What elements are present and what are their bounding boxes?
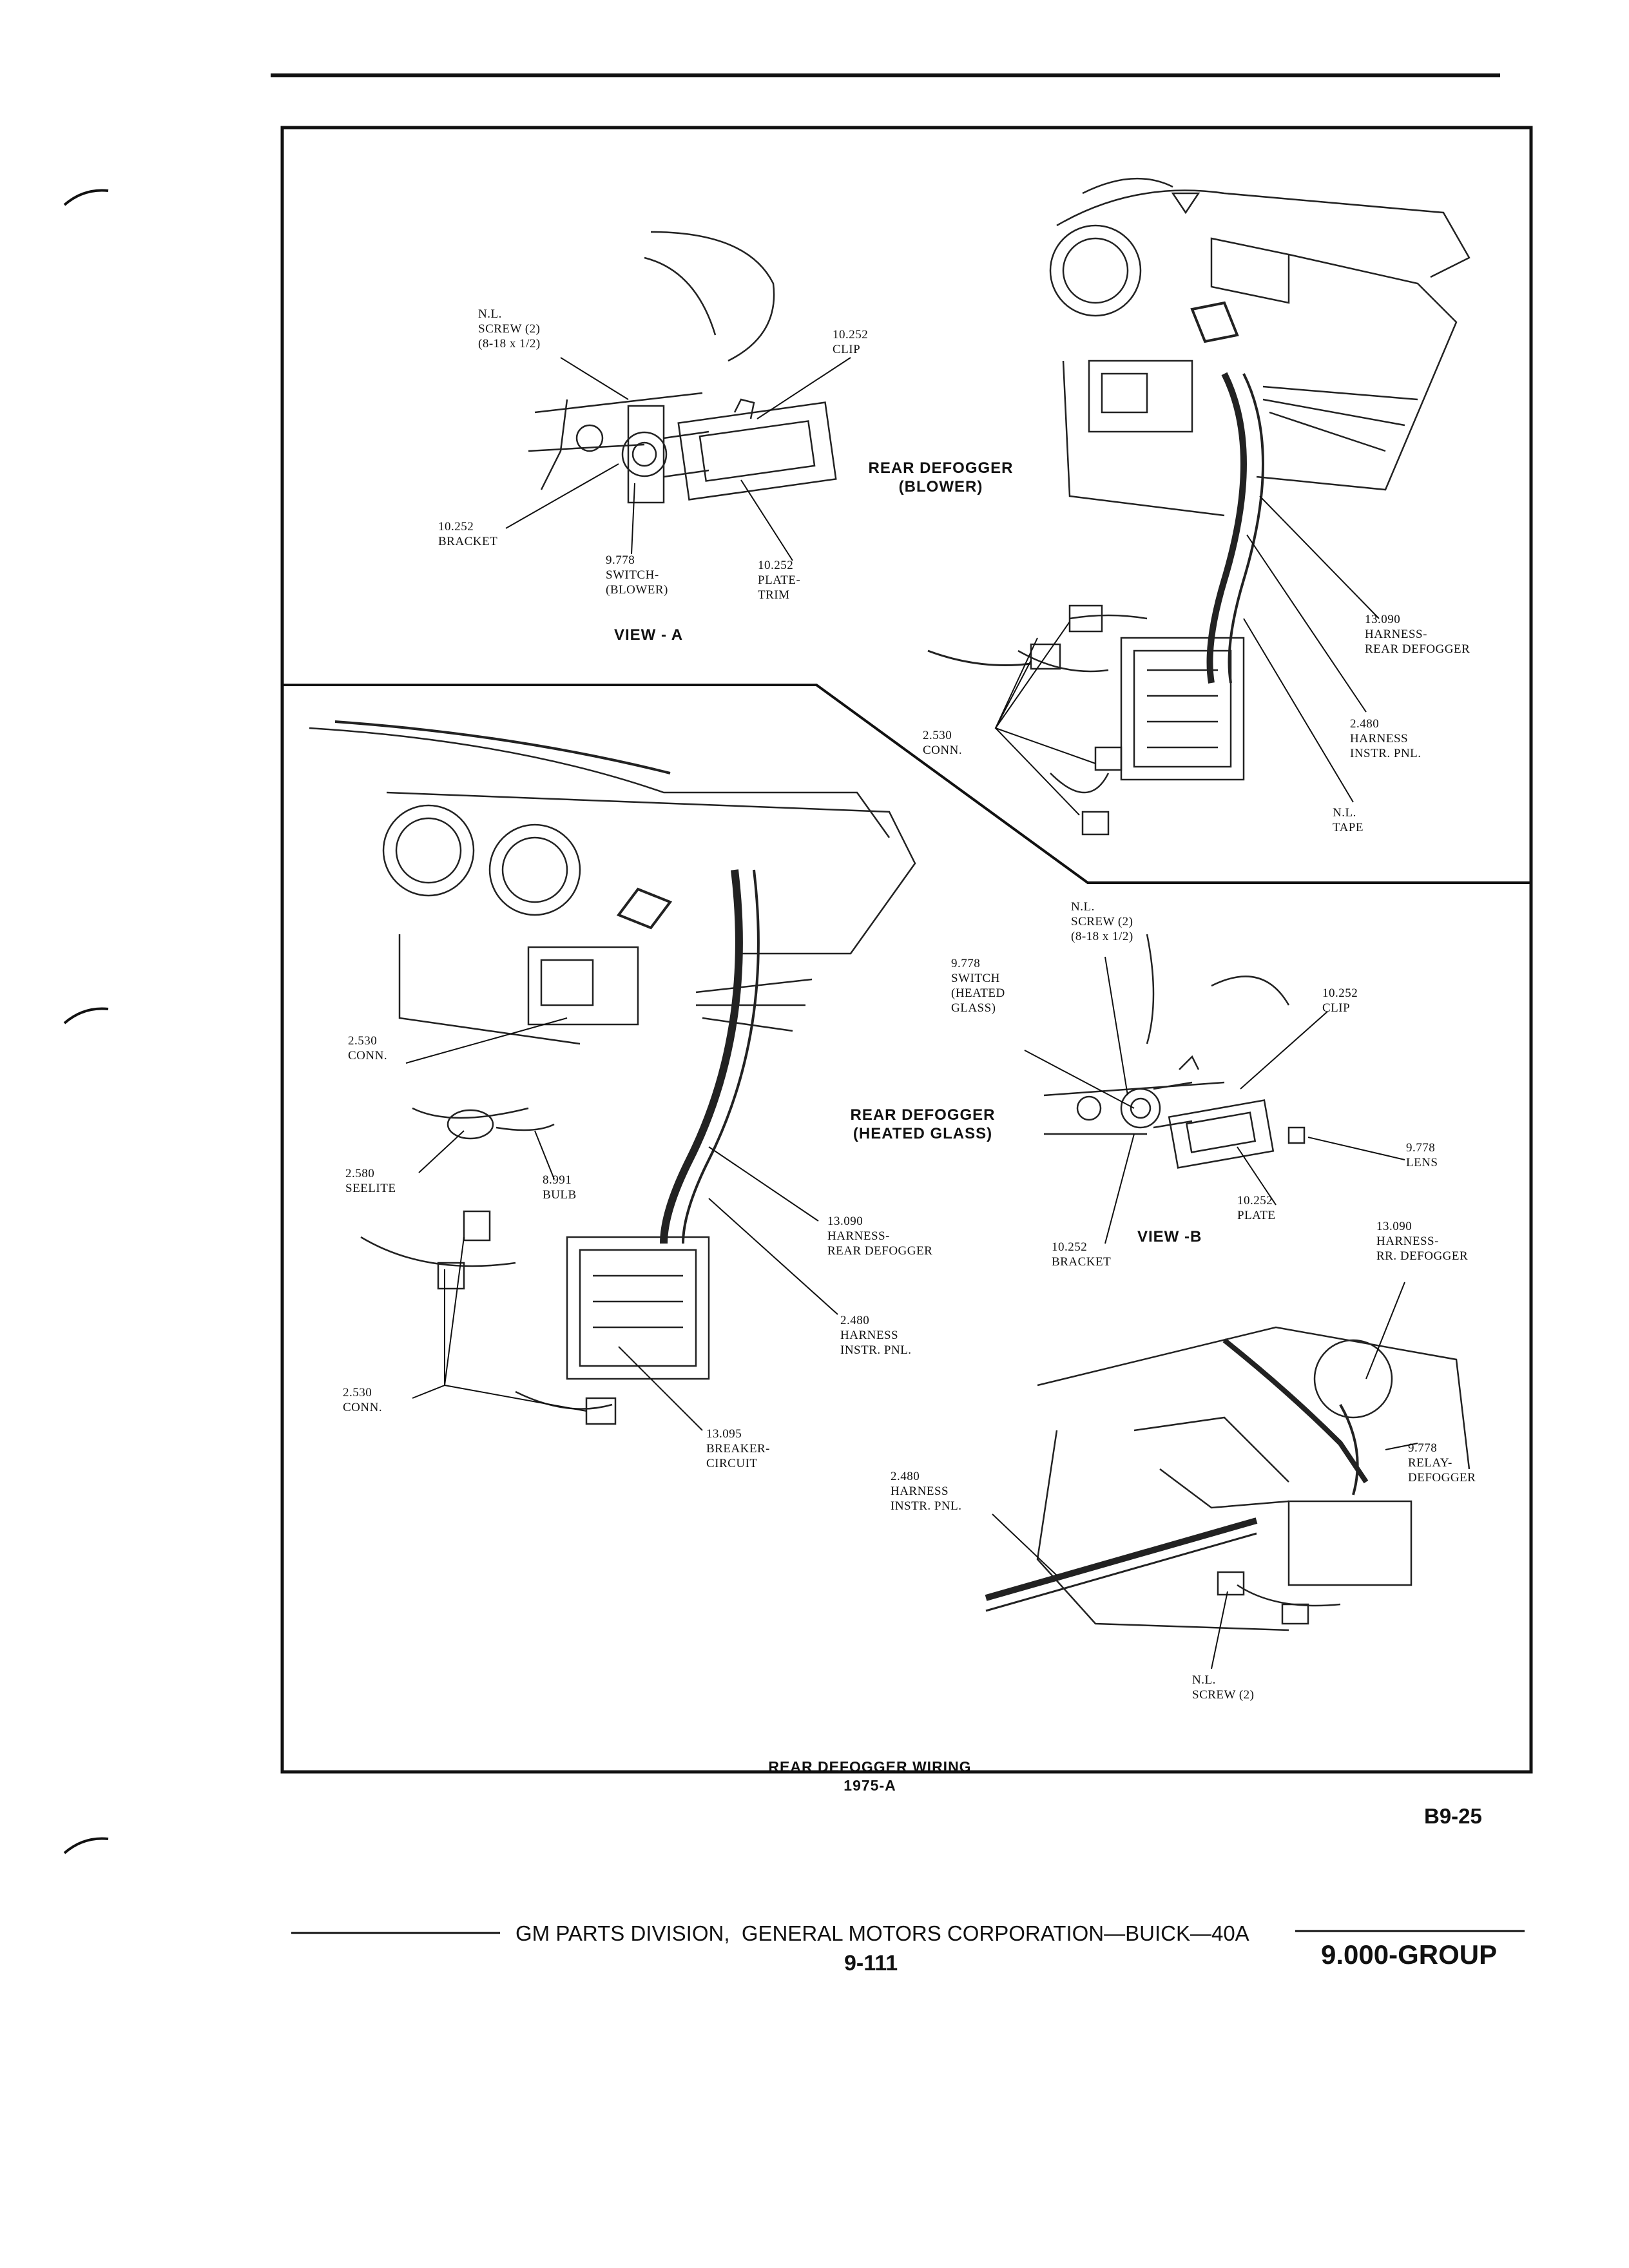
blower-tape-callout: N.L. TAPE <box>1333 806 1364 834</box>
figure-title: REAR DEFOGGER WIRING <box>768 1758 972 1775</box>
relay-harness-instr-callout: 2.480 HARNESS INSTR. PNL. <box>891 1470 962 1513</box>
margin-mark <box>63 189 109 206</box>
view-a-bracket-callout: 10.252 BRACKET <box>438 520 498 548</box>
page-number: 9-111 <box>844 1951 898 1975</box>
view-b-switch-sketch <box>1043 934 1306 1169</box>
view-b-lens-callout: 9.778 LENS <box>1406 1141 1438 1169</box>
heated-glass-dash-sketch <box>309 720 916 1425</box>
view-a-screw-callout: N.L. SCREW (2) (8-18 x 1/2) <box>478 307 541 351</box>
heated-bulb-callout: 8.991 BULB <box>543 1173 577 1202</box>
figure-id: B9-25 <box>1424 1804 1482 1828</box>
view-a-switch-sketch <box>528 231 837 504</box>
view-b-bracket-callout: 10.252 BRACKET <box>1052 1240 1112 1269</box>
view-a-label: VIEW - A <box>614 626 684 644</box>
view-b-label: VIEW -B <box>1137 1228 1202 1245</box>
view-a-plate-callout: 10.252 PLATE- TRIM <box>758 559 801 602</box>
heated-harness-rear-callout: 13.090 HARNESS- REAR DEFOGGER <box>827 1215 933 1258</box>
heated-harness-instr-callout: 2.480 HARNESS INSTR. PNL. <box>840 1314 912 1357</box>
figure-subtitle: 1975-A <box>843 1777 896 1794</box>
heated-seelite-callout: 2.580 SEELITE <box>345 1167 396 1195</box>
heated-glass-heading: REAR DEFOGGER (HEATED GLASS) <box>850 1106 996 1142</box>
blower-harness-instr-callout: 2.480 HARNESS INSTR. PNL. <box>1350 717 1422 760</box>
publisher-line: GM PARTS DIVISION, GENERAL MOTORS CORPOR… <box>516 1921 1249 1945</box>
margin-mark <box>63 1837 109 1854</box>
blower-harness-rear-callout: 13.090 HARNESS- REAR DEFOGGER <box>1365 613 1470 656</box>
relay-relay-callout: 9.778 RELAY- DEFOGGER <box>1408 1441 1476 1485</box>
relay-dash-sketch <box>985 1326 1470 1631</box>
view-a-switch-callout: 9.778 SWITCH- (BLOWER) <box>606 553 668 597</box>
leader-lines <box>405 357 1418 1669</box>
view-b-screw-callout: N.L. SCREW (2) (8-18 x 1/2) <box>1071 900 1133 943</box>
blower-heading: REAR DEFOGGER (BLOWER) <box>868 459 1014 495</box>
margin-mark <box>63 1007 109 1024</box>
heated-breaker-callout: 13.095 BREAKER- CIRCUIT <box>706 1427 770 1470</box>
figure-frame <box>280 126 1533 1774</box>
heated-conn-bottom-callout: 2.530 CONN. <box>343 1386 383 1414</box>
view-b-clip-callout: 10.252 CLIP <box>1322 986 1358 1015</box>
view-b-switch-callout: 9.778 SWITCH (HEATED GLASS) <box>951 957 1005 1015</box>
relay-harness-rr-callout: 13.090 HARNESS- RR. DEFOGGER <box>1376 1220 1469 1263</box>
group-label: 9.000-GROUP <box>1321 1939 1498 1970</box>
relay-screw-callout: N.L. SCREW (2) <box>1192 1673 1255 1702</box>
heated-conn-top-callout: 2.530 CONN. <box>348 1034 388 1062</box>
view-a-clip-callout: 10.252 CLIP <box>833 328 869 356</box>
blower-conn-callout: 2.530 CONN. <box>923 729 963 757</box>
view-b-plate-callout: 10.252 PLATE <box>1237 1194 1276 1222</box>
blower-dash-sketch <box>927 177 1470 836</box>
panel-divider <box>282 684 1531 884</box>
